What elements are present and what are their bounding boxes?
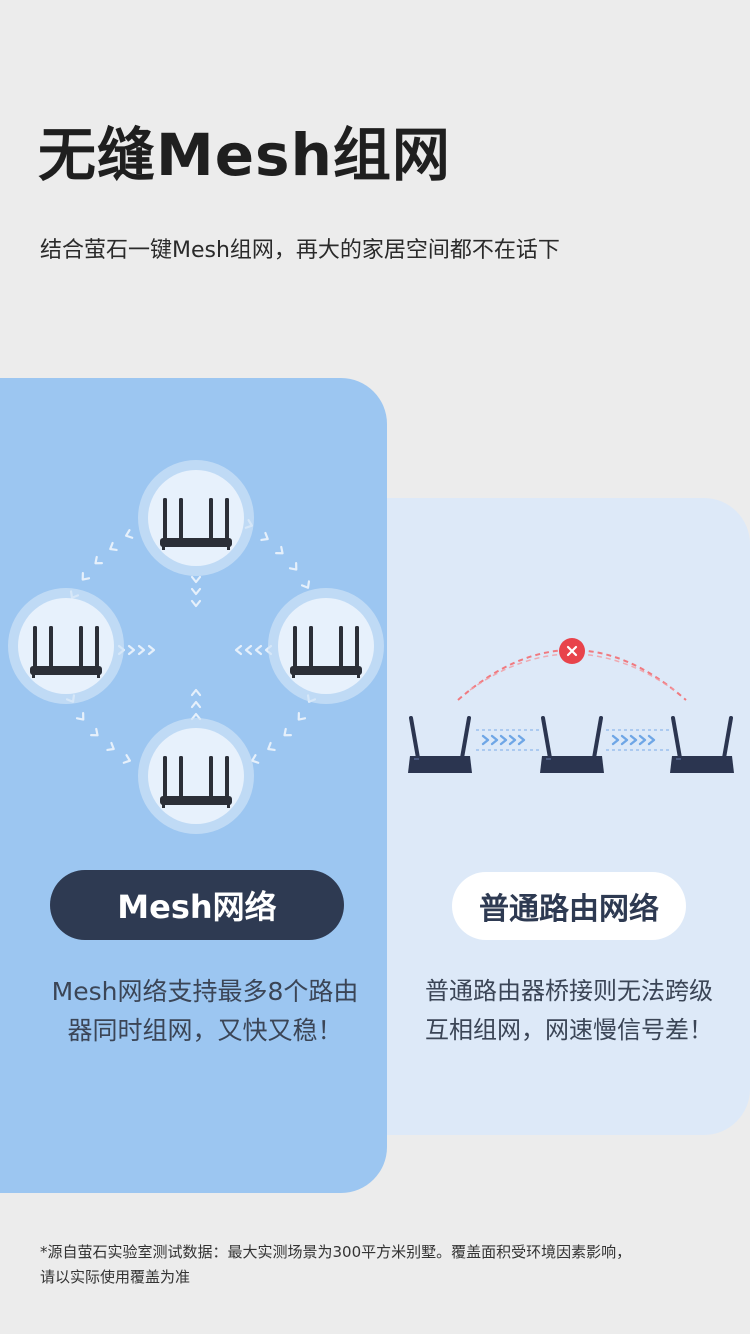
router-icon [538, 716, 606, 775]
page-title: 无缝Mesh组网 [38, 121, 451, 189]
mesh-node-right [268, 588, 384, 704]
footnote: *源自萤石实验室测试数据：最大实测场景为300平方米别墅。覆盖面积受环境因素影响… [40, 1240, 720, 1290]
close-icon [559, 638, 585, 664]
footnote-line2: 请以实际使用覆盖为准 [40, 1268, 191, 1286]
mesh-node-top [138, 460, 254, 576]
normal-description-line2: 互相组网，网速慢信号差！ [425, 1016, 713, 1044]
bridge-link-1 [476, 729, 540, 751]
normal-description-line1: 普通路由器桥接则无法跨级 [425, 977, 713, 1005]
mesh-network-label: Mesh网络 [50, 870, 344, 940]
mesh-description: Mesh网络支持最多8个路由 器同时组网，又快又稳！ [30, 972, 380, 1050]
footnote-line1: *源自萤石实验室测试数据：最大实测场景为300平方米别墅。覆盖面积受环境因素影响… [40, 1243, 632, 1261]
normal-network-label: 普通路由网络 [452, 872, 686, 940]
mesh-node-left [8, 588, 124, 704]
mesh-node-bottom [138, 718, 254, 834]
router-icon [406, 716, 474, 775]
bridge-link-2 [606, 729, 670, 751]
mesh-description-line2: 器同时组网，又快又稳！ [67, 1016, 343, 1045]
router-icon [668, 716, 736, 775]
page-subtitle: 结合萤石一键Mesh组网，再大的家居空间都不在话下 [40, 238, 560, 263]
mesh-description-line1: Mesh网络支持最多8个路由 [51, 977, 359, 1006]
normal-description: 普通路由器桥接则无法跨级 互相组网，网速慢信号差！ [414, 972, 724, 1050]
